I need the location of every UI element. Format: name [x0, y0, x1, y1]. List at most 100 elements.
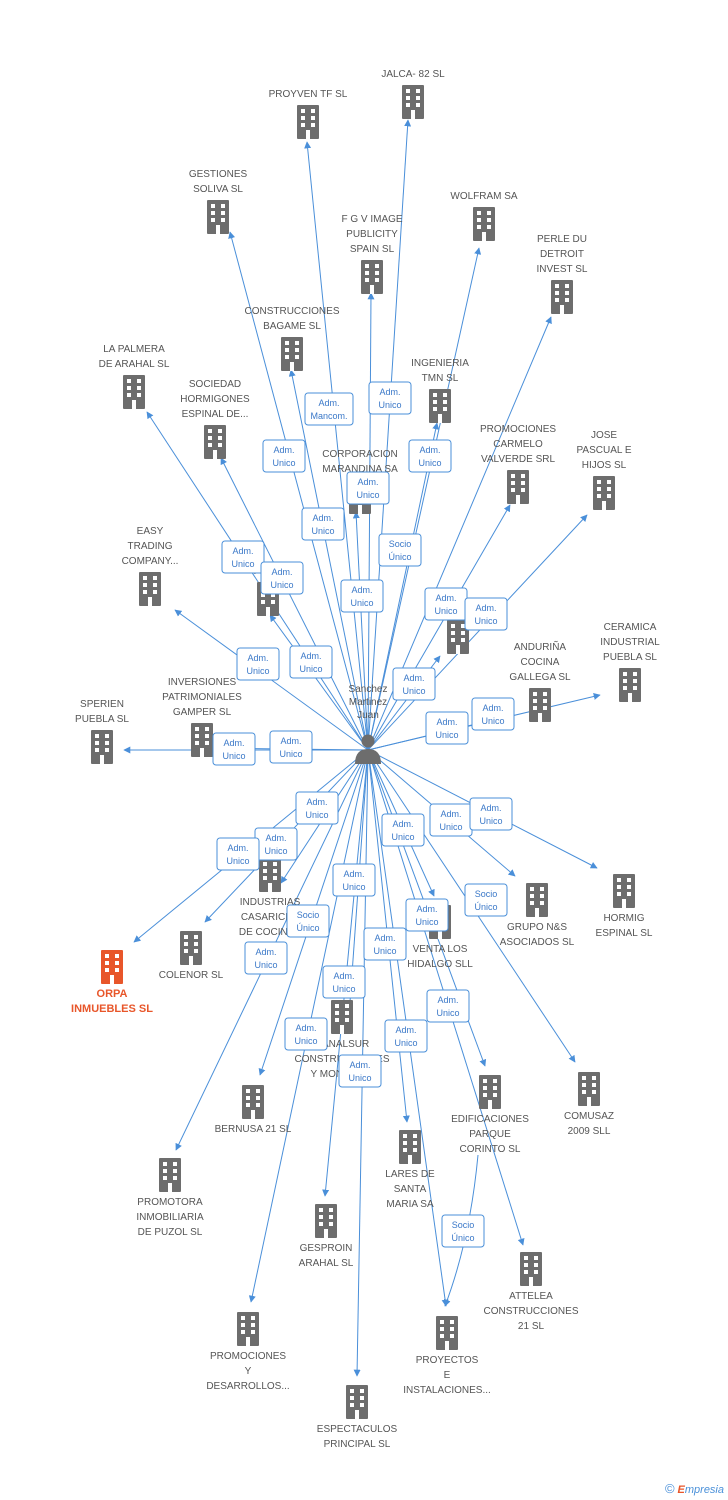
relation-label[interactable]: Adm.Unico [340, 579, 384, 613]
relation-label[interactable]: Adm.Unico [216, 837, 260, 871]
company-label-line: PROMOCIONES [480, 424, 556, 435]
relation-label[interactable]: Adm.Unico [464, 597, 508, 631]
relation-label[interactable]: Adm.Unico [332, 863, 376, 897]
relation-label[interactable]: Adm.Unico [269, 730, 313, 764]
relation-label[interactable]: Adm.Unico [424, 587, 468, 621]
company-label-line: F G V IMAGE [341, 214, 402, 225]
relation-label[interactable]: Adm. Unico [262, 439, 306, 473]
company-node-proyectos-instalaciones[interactable]: PROYECTOSEINSTALACIONES... [403, 1316, 491, 1396]
relation-label[interactable]: Adm.Unico [363, 927, 407, 961]
company-label-line: E [444, 1370, 451, 1381]
relation-label[interactable]: Adm.Unico [405, 898, 449, 932]
relation-label[interactable]: Adm.Unico [429, 803, 473, 837]
relation-label[interactable]: Adm.Unico [408, 439, 452, 473]
building-icon [159, 1158, 181, 1192]
company-node-jalca[interactable]: JALCA- 82 SL [381, 69, 445, 119]
relation-label-line: Unico [246, 666, 269, 676]
building-icon [242, 1085, 264, 1119]
company-node-easy-trading[interactable]: EASYTRADINGCOMPANY... [122, 526, 179, 606]
company-node-bernusa[interactable]: BERNUSA 21 SL [215, 1085, 292, 1135]
relation-label[interactable]: Adm.Unico [284, 1017, 328, 1051]
relation-label-line: Unico [394, 1038, 417, 1048]
relation-label[interactable]: Adm.Unico [212, 732, 256, 766]
relation-label[interactable]: Adm.Unico [295, 791, 339, 825]
company-label-line: CORINTO SL [460, 1144, 521, 1155]
relation-label[interactable]: Adm.Unico [392, 667, 436, 701]
company-label-line: MARANDINA SA [322, 464, 398, 475]
company-node-proyven[interactable]: PROYVEN TF SL [269, 89, 348, 139]
relation-label-line: Adm. [419, 445, 440, 455]
company-label-line: HORMIG [603, 913, 644, 924]
relation-label[interactable]: Adm.Unico [289, 645, 333, 679]
relation-label[interactable]: Adm.Unico [469, 797, 513, 831]
relation-label[interactable]: Adm.Unico [471, 697, 515, 731]
relation-label-line: Adm. [273, 445, 294, 455]
relation-label-line: Adm. [351, 585, 372, 595]
relation-label-line: Unico [272, 458, 295, 468]
relation-label[interactable]: Adm.Unico [425, 711, 469, 745]
company-label-line: JOSE [591, 430, 617, 441]
relation-label[interactable]: Adm.Unico [368, 381, 412, 415]
relation-label[interactable]: Adm.Unico [322, 965, 366, 999]
relation-label-line: Adm. [300, 651, 321, 661]
edge-la-palmera [146, 411, 369, 751]
relation-label[interactable]: Adm.Unico [338, 1054, 382, 1088]
company-label-line: PASCUAL E [576, 445, 631, 456]
company-label-line: WOLFRAM SA [450, 191, 518, 202]
relation-label[interactable]: Adm.Unico [346, 471, 390, 505]
relation-label[interactable]: Adm.Unico [384, 1019, 428, 1053]
company-label-line: LARES DE [385, 1169, 435, 1180]
relation-label[interactable]: Adm.Unico [260, 561, 304, 595]
footer-brand[interactable]: ©Empresia [665, 1481, 724, 1496]
company-node-colenor[interactable]: COLENOR SL [159, 931, 224, 981]
relation-label-line: Adm. [482, 703, 503, 713]
relation-label[interactable]: Adm.Unico [301, 507, 345, 541]
relation-label[interactable]: Adm.Unico [254, 827, 298, 861]
company-label-line: ANDURIÑA [514, 640, 567, 653]
relation-label[interactable]: Adm.Unico [221, 540, 265, 574]
company-node-wolfram[interactable]: WOLFRAM SA [450, 191, 518, 241]
company-label-line: BAGAME SL [263, 321, 321, 332]
building-icon [281, 337, 303, 371]
relation-label[interactable]: Adm.Mancom. [304, 392, 354, 426]
relation-label[interactable]: Adm.Unico [244, 941, 288, 975]
relation-label[interactable]: Adm.Unico [426, 989, 470, 1023]
relation-label[interactable]: Adm.Unico [381, 813, 425, 847]
relation-label-line: Mancom. [310, 411, 347, 421]
relation-label-line: Adm. [333, 971, 354, 981]
building-icon [180, 931, 202, 965]
company-node-promociones-desarrollos[interactable]: PROMOCIONESYDESARROLLOS... [206, 1312, 290, 1392]
relation-label[interactable]: Adm.Unico [236, 647, 280, 681]
